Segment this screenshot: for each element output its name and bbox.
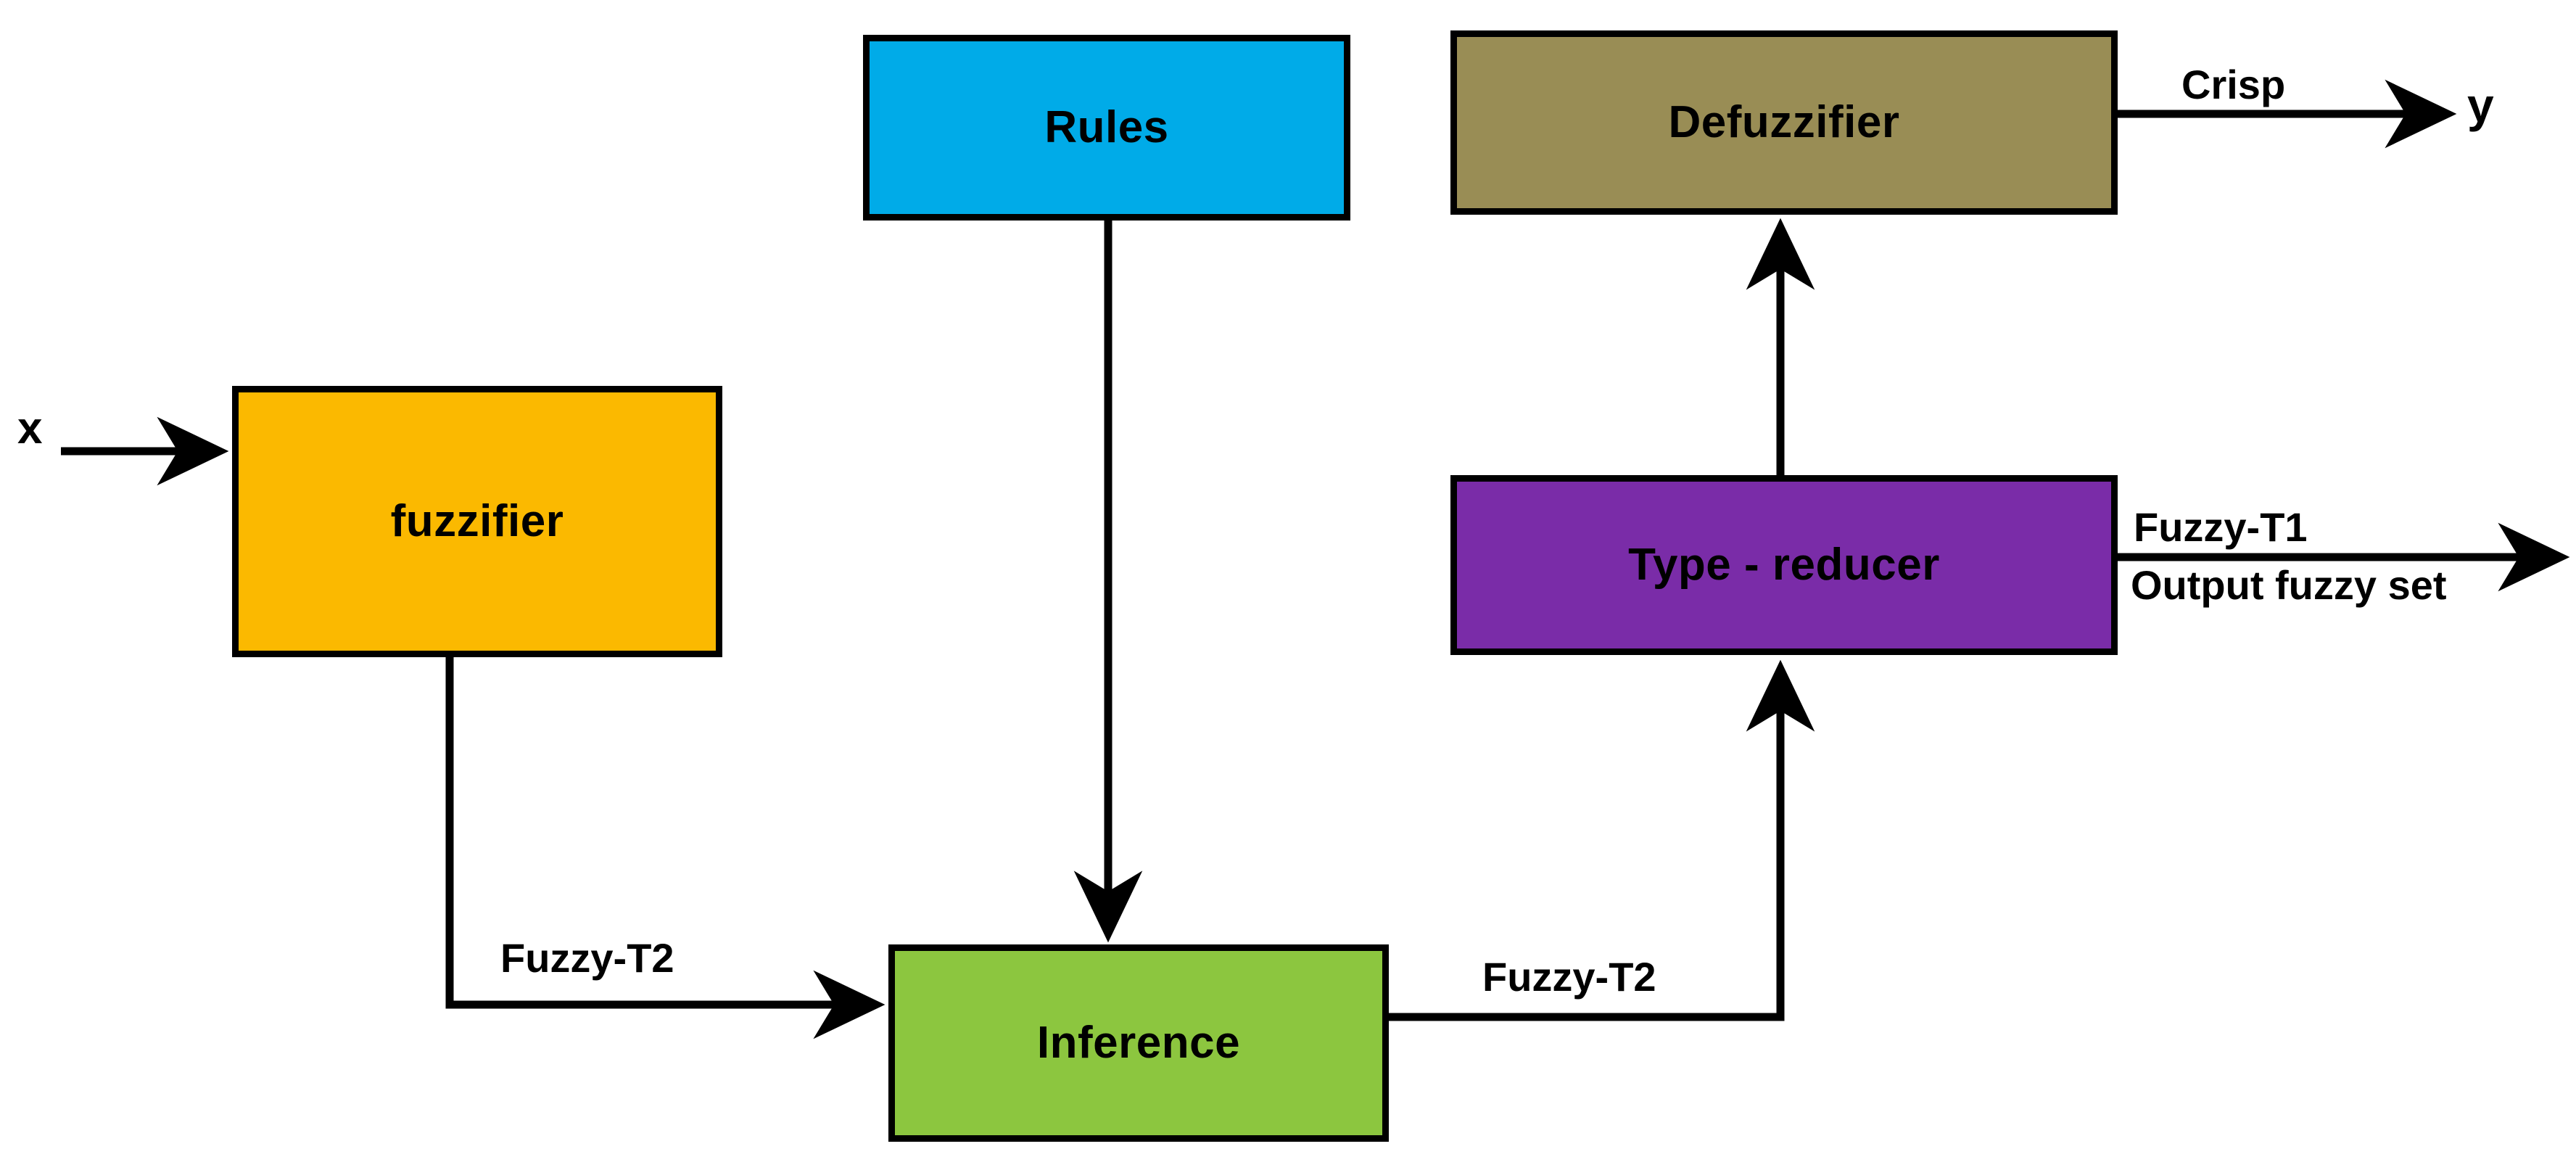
- node-defuzzifier-label: Defuzzifier: [1668, 97, 1900, 147]
- edge-label-fuzzy-t1: Fuzzy-T1: [2134, 504, 2308, 550]
- node-fuzzifier[interactable]: fuzzifier: [232, 386, 722, 657]
- node-type-reducer[interactable]: Type - reducer: [1450, 475, 2118, 655]
- node-rules-label: Rules: [1044, 102, 1169, 152]
- input-x-label: x: [17, 403, 43, 453]
- edge-label-output-fuzzy-set: Output fuzzy set: [2131, 562, 2447, 608]
- output-y-label: y: [2467, 78, 2494, 132]
- node-inference[interactable]: Inference: [888, 944, 1389, 1142]
- node-type-reducer-label: Type - reducer: [1628, 540, 1940, 590]
- node-defuzzifier[interactable]: Defuzzifier: [1450, 30, 2118, 215]
- node-rules[interactable]: Rules: [863, 35, 1350, 221]
- edge-label-fuzzy-t2-to-reducer: Fuzzy-T2: [1482, 954, 1656, 1000]
- edge-label-fuzzy-t2-to-inference: Fuzzy-T2: [500, 935, 674, 981]
- edge-label-crisp: Crisp: [2181, 62, 2286, 107]
- node-inference-label: Inference: [1036, 1018, 1241, 1068]
- node-fuzzifier-label: fuzzifier: [390, 496, 564, 546]
